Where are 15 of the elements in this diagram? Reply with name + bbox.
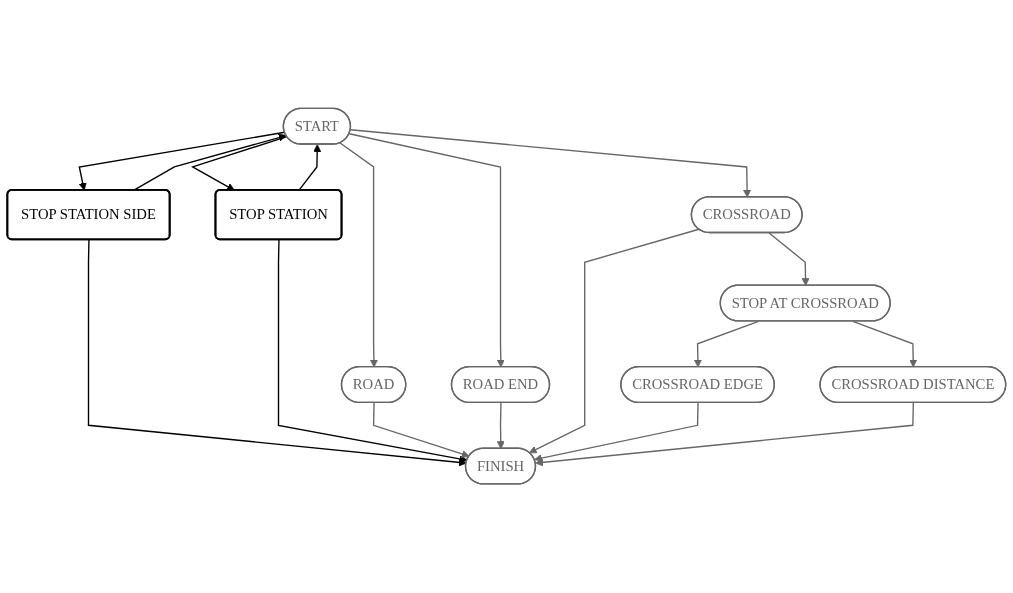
- arrow: [496, 402, 505, 450]
- arrow: [372, 402, 470, 459]
- arrow: [535, 402, 914, 467]
- arrow: [852, 321, 918, 368]
- arrow: [78, 131, 286, 192]
- arrow: [534, 402, 699, 463]
- arrow: [298, 144, 322, 192]
- arrow: [132, 134, 287, 192]
- arrow: [768, 232, 810, 287]
- arrow: [348, 133, 505, 368]
- arrow: [339, 142, 378, 368]
- arrow: [87, 239, 467, 467]
- arrow: [529, 228, 700, 454]
- arrow: [190, 136, 288, 192]
- arrow: [277, 239, 468, 464]
